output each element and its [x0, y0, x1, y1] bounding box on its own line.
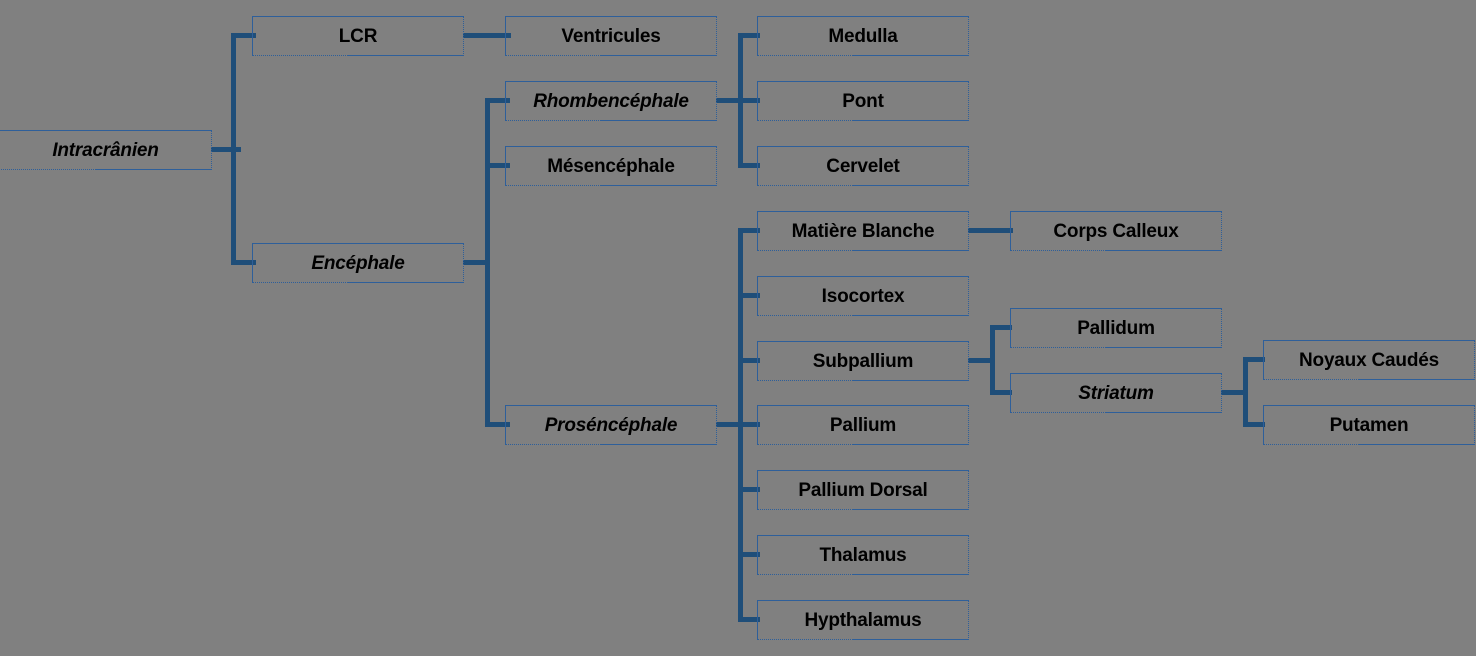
- connector-rhombencephale-to-medulla: [738, 33, 760, 38]
- connector-striatum-to-noyaux-caudes: [1243, 357, 1265, 362]
- node-thalamus[interactable]: Thalamus: [757, 535, 969, 575]
- node-label: Pont: [842, 90, 884, 112]
- node-pont[interactable]: Pont: [757, 81, 969, 121]
- connector-intracranien-to-encephale: [231, 260, 256, 265]
- node-label: Pallium: [829, 414, 897, 436]
- node-label: Noyaux Caudés: [1299, 349, 1439, 371]
- node-lcr[interactable]: LCR: [252, 16, 464, 56]
- node-label: Rhombencéphale: [533, 90, 689, 112]
- node-label: Isocortex: [821, 285, 905, 307]
- node-prosencephale[interactable]: Proséncéphale: [505, 405, 717, 445]
- node-pallium[interactable]: Pallium: [757, 405, 969, 445]
- connector-prosencephale-stem: [716, 422, 743, 427]
- connector-encephale-to-rhombencephale: [485, 98, 510, 103]
- node-pallidum[interactable]: Pallidum: [1010, 308, 1222, 348]
- connector-prosencephale-to-subpallium: [738, 358, 760, 363]
- node-pallium-dorsal[interactable]: Pallium Dorsal: [757, 470, 969, 510]
- connector-subpallium-to-pallidum: [990, 325, 1012, 330]
- node-label: Matière Blanche: [791, 220, 935, 242]
- node-putamen[interactable]: Putamen: [1263, 405, 1475, 445]
- node-matiere-blanche[interactable]: Matière Blanche: [757, 211, 969, 251]
- connector-prosencephale-to-pallium: [738, 422, 760, 427]
- node-encephale[interactable]: Encéphale: [252, 243, 464, 283]
- node-label: Putamen: [1329, 414, 1409, 436]
- connector-lcr-to-ventricules: [463, 33, 511, 38]
- connector-matiere-blanche-to-corps-calleux: [968, 228, 1013, 233]
- node-striatum[interactable]: Striatum: [1010, 373, 1222, 413]
- connector-prosencephale-to-pallium-dorsal: [738, 487, 760, 492]
- node-label: Hypthalamus: [804, 609, 922, 631]
- node-label: Subpallium: [812, 350, 914, 372]
- connector-intracranien-to-lcr: [231, 33, 256, 38]
- node-intracranien[interactable]: Intracrânien: [0, 130, 212, 170]
- connector-intracranien-stem: [211, 147, 241, 152]
- connector-encephale-to-mesencephale: [485, 163, 510, 168]
- connector-prosencephale-to-hypthalamus: [738, 617, 760, 622]
- connector-rhombencephale-to-cervelet: [738, 163, 760, 168]
- node-label: Encéphale: [311, 252, 405, 274]
- node-subpallium[interactable]: Subpallium: [757, 341, 969, 381]
- node-label: Mésencéphale: [547, 155, 675, 177]
- node-label: Intracrânien: [52, 139, 159, 161]
- node-corps-calleux[interactable]: Corps Calleux: [1010, 211, 1222, 251]
- node-hypthalamus[interactable]: Hypthalamus: [757, 600, 969, 640]
- connector-subpallium-spine: [990, 325, 995, 393]
- node-label: Proséncéphale: [544, 414, 678, 436]
- node-label: Cervelet: [826, 155, 900, 177]
- connector-subpallium-stem: [968, 358, 995, 363]
- node-cervelet[interactable]: Cervelet: [757, 146, 969, 186]
- connector-encephale-spine: [485, 98, 490, 424]
- connector-prosencephale-to-thalamus: [738, 552, 760, 557]
- connector-prosencephale-to-matiere-blanche: [738, 228, 760, 233]
- connector-striatum-to-putamen: [1243, 422, 1265, 427]
- node-mesencephale[interactable]: Mésencéphale: [505, 146, 717, 186]
- node-label: Medulla: [828, 25, 898, 47]
- node-label: Pallidum: [1077, 317, 1155, 339]
- connector-striatum-spine: [1243, 357, 1248, 425]
- node-label: Corps Calleux: [1053, 220, 1179, 242]
- connector-striatum-stem: [1221, 390, 1248, 395]
- node-label: Pallium Dorsal: [798, 479, 928, 501]
- node-noyaux-caudes[interactable]: Noyaux Caudés: [1263, 340, 1475, 380]
- node-label: Thalamus: [819, 544, 907, 566]
- connector-intracranien-spine: [231, 33, 236, 265]
- connector-encephale-stem: [463, 260, 490, 265]
- connector-encephale-to-prosencephale: [485, 422, 510, 427]
- node-label: LCR: [338, 25, 378, 47]
- node-isocortex[interactable]: Isocortex: [757, 276, 969, 316]
- connector-rhombencephale-stem: [716, 98, 743, 103]
- connector-rhombencephale-to-pont: [738, 98, 760, 103]
- node-label: Ventricules: [561, 25, 661, 47]
- node-medulla[interactable]: Medulla: [757, 16, 969, 56]
- node-ventricules[interactable]: Ventricules: [505, 16, 717, 56]
- connector-subpallium-to-striatum: [990, 390, 1012, 395]
- node-rhombencephale[interactable]: Rhombencéphale: [505, 81, 717, 121]
- connector-prosencephale-to-isocortex: [738, 293, 760, 298]
- node-label: Striatum: [1078, 382, 1154, 404]
